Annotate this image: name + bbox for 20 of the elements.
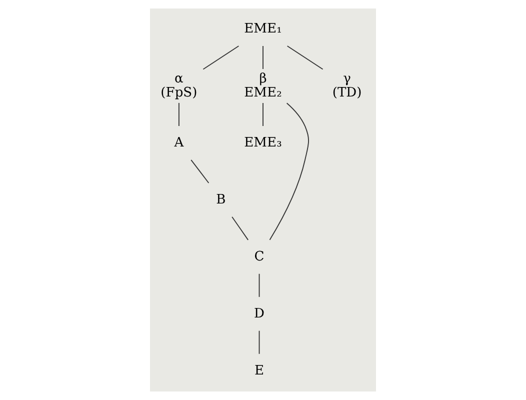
connector: [232, 216, 249, 240]
connector: [178, 102, 180, 126]
node-text: E: [254, 363, 264, 378]
node-text: EME₁: [244, 22, 282, 37]
connector: [258, 273, 260, 298]
node-text: α (FpS): [160, 72, 198, 101]
node-text: B: [216, 192, 226, 208]
connector: [262, 102, 264, 126]
node-text: C: [254, 249, 264, 264]
connector: [202, 46, 240, 70]
connector: [258, 330, 260, 354]
node-text: β EME₂: [244, 72, 282, 101]
connector: [286, 46, 324, 70]
node-text: D: [254, 306, 265, 322]
node-text: EME₃: [244, 135, 282, 150]
connector: [190, 159, 210, 184]
connector: [262, 46, 264, 70]
node-text: γ (TD): [332, 72, 362, 101]
connector: [269, 102, 310, 240]
node-text: A: [174, 135, 184, 150]
